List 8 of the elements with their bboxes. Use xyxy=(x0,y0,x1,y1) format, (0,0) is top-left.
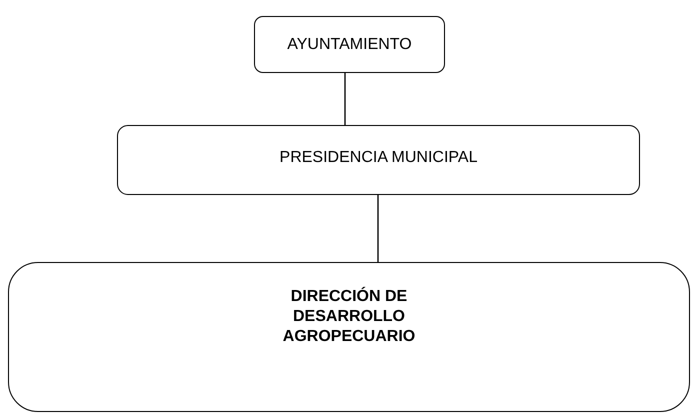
box-label: PRESIDENCIA MUNICIPAL xyxy=(280,148,478,168)
box-label: DIRECCIÓN DE DESARROLLO AGROPECUARIO xyxy=(282,287,416,347)
connector-line xyxy=(377,195,379,262)
org-box xyxy=(117,125,640,195)
org-box xyxy=(254,16,445,73)
connector-line xyxy=(344,73,346,125)
box-label: AYUNTAMIENTO xyxy=(287,34,412,54)
org-box xyxy=(8,262,690,412)
